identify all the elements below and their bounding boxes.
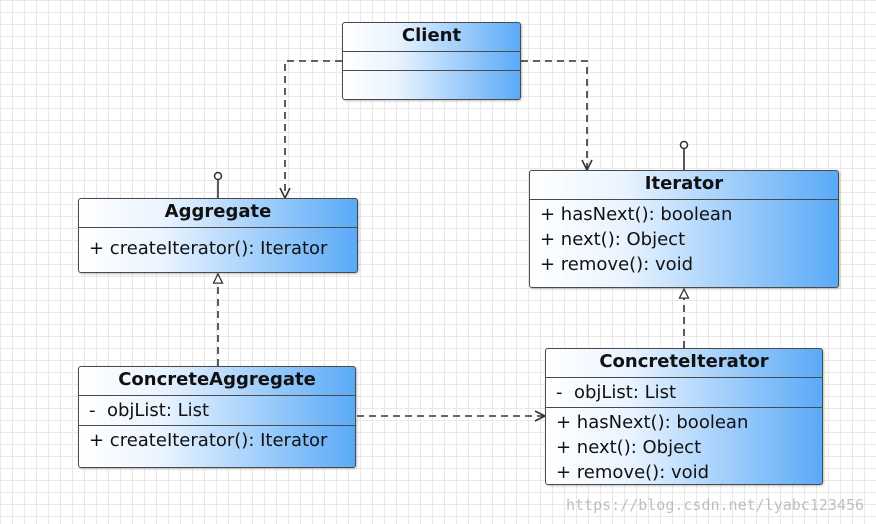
method: + remove(): void [556,462,710,483]
edge-client-aggregate [285,60,342,198]
class-name: Client [343,23,520,52]
class-iterator[interactable]: Iterator + hasNext(): boolean + next(): … [529,170,839,288]
method: + remove(): void [540,254,694,275]
method: + next(): Object [540,229,686,250]
class-name: ConcreteAggregate [79,367,355,396]
method: + next(): Object [556,437,702,458]
class-concrete-aggregate[interactable]: ConcreteAggregate - objList: List + crea… [78,366,356,468]
iterator-interface-lollipop [679,140,689,170]
class-client[interactable]: Client [342,22,521,100]
method: + createIterator(): Iterator [89,430,328,451]
class-concrete-iterator[interactable]: ConcreteIterator - objList: List + hasNe… [545,348,823,485]
methods-section [343,71,520,90]
method: + createIterator(): Iterator [89,238,328,259]
attributes-section: - objList: List [79,396,355,426]
method: + hasNext(): boolean [556,412,749,433]
watermark: https://blog.csdn.net/lyabc123456 [565,496,864,514]
methods-section: + hasNext(): boolean + next(): Object + … [546,408,822,484]
method: + hasNext(): boolean [540,204,733,225]
methods-section: + createIterator(): Iterator [79,426,355,455]
attributes-section: - objList: List [546,378,822,408]
class-name: Iterator [530,171,838,200]
class-name: ConcreteIterator [546,349,822,378]
edge-client-iterator [521,60,587,170]
attributes-section [343,52,520,71]
aggregate-interface-lollipop [213,171,223,198]
methods-section: + hasNext(): boolean + next(): Object + … [530,200,838,279]
methods-section: + createIterator(): Iterator [79,228,357,263]
class-name: Aggregate [79,199,357,228]
attribute: - objList: List [89,400,210,421]
class-aggregate[interactable]: Aggregate + createIterator(): Iterator [78,198,358,273]
attribute: - objList: List [556,382,677,403]
